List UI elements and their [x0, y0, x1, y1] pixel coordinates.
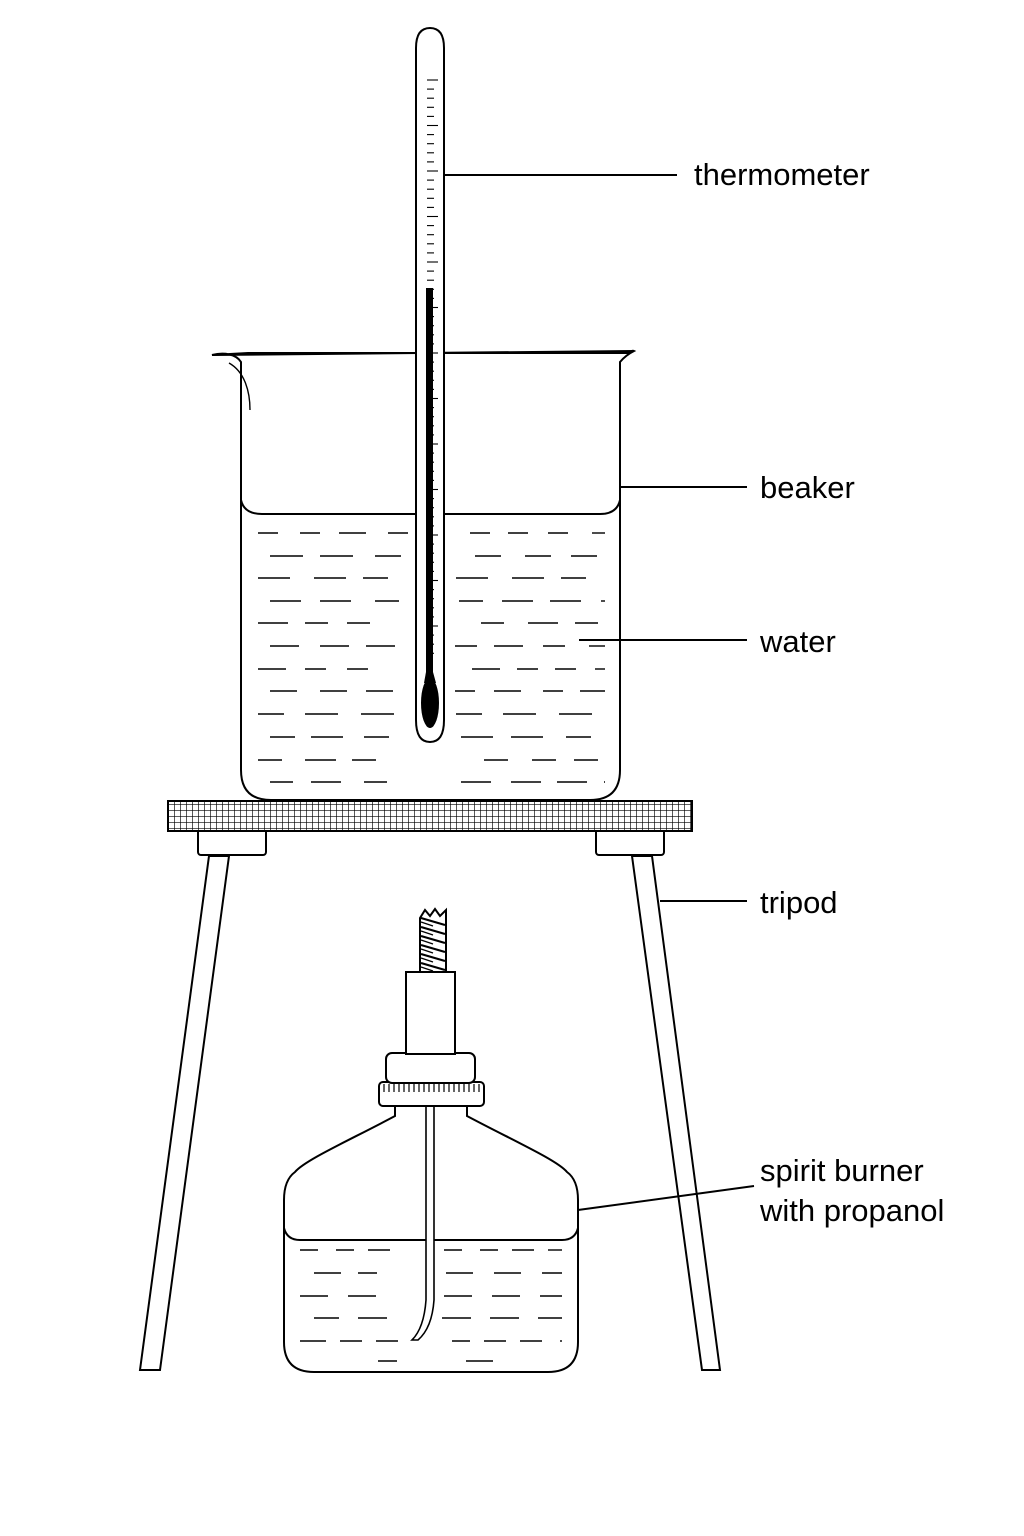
tripod-foot-left	[197, 827, 267, 856]
burner-leader-line	[577, 1185, 755, 1211]
burner-wick-tube	[410, 1099, 435, 1341]
thermometer	[415, 26, 445, 744]
gauze	[167, 800, 693, 832]
thermometer-column	[426, 288, 433, 676]
water	[258, 532, 605, 783]
label-with-propanol: with propanol	[759, 1193, 944, 1228]
tripod-leg-right	[630, 855, 722, 1371]
tripod-leg-left	[138, 855, 231, 1371]
spirit-burner	[283, 907, 579, 1373]
burner-cap	[385, 1052, 476, 1084]
water-dashes	[258, 532, 605, 783]
thermometer-bulb	[421, 678, 439, 728]
beaker-spout	[228, 362, 251, 411]
tripod-foot-right	[595, 827, 665, 856]
thermometer-bulb-neck	[424, 672, 436, 683]
wick	[419, 907, 447, 973]
label-water: water	[759, 624, 836, 659]
burner-bottle	[283, 1106, 579, 1373]
wick-holder	[405, 971, 456, 1055]
burner-collar-knurl	[383, 1084, 480, 1092]
label-tripod: tripod	[760, 885, 838, 920]
burner-collar	[378, 1081, 485, 1107]
label-spirit-burner: spirit burner	[760, 1153, 924, 1188]
propanol	[300, 1249, 562, 1362]
label-thermometer: thermometer	[694, 157, 870, 192]
label-beaker: beaker	[760, 470, 855, 505]
tripod	[138, 827, 722, 1371]
